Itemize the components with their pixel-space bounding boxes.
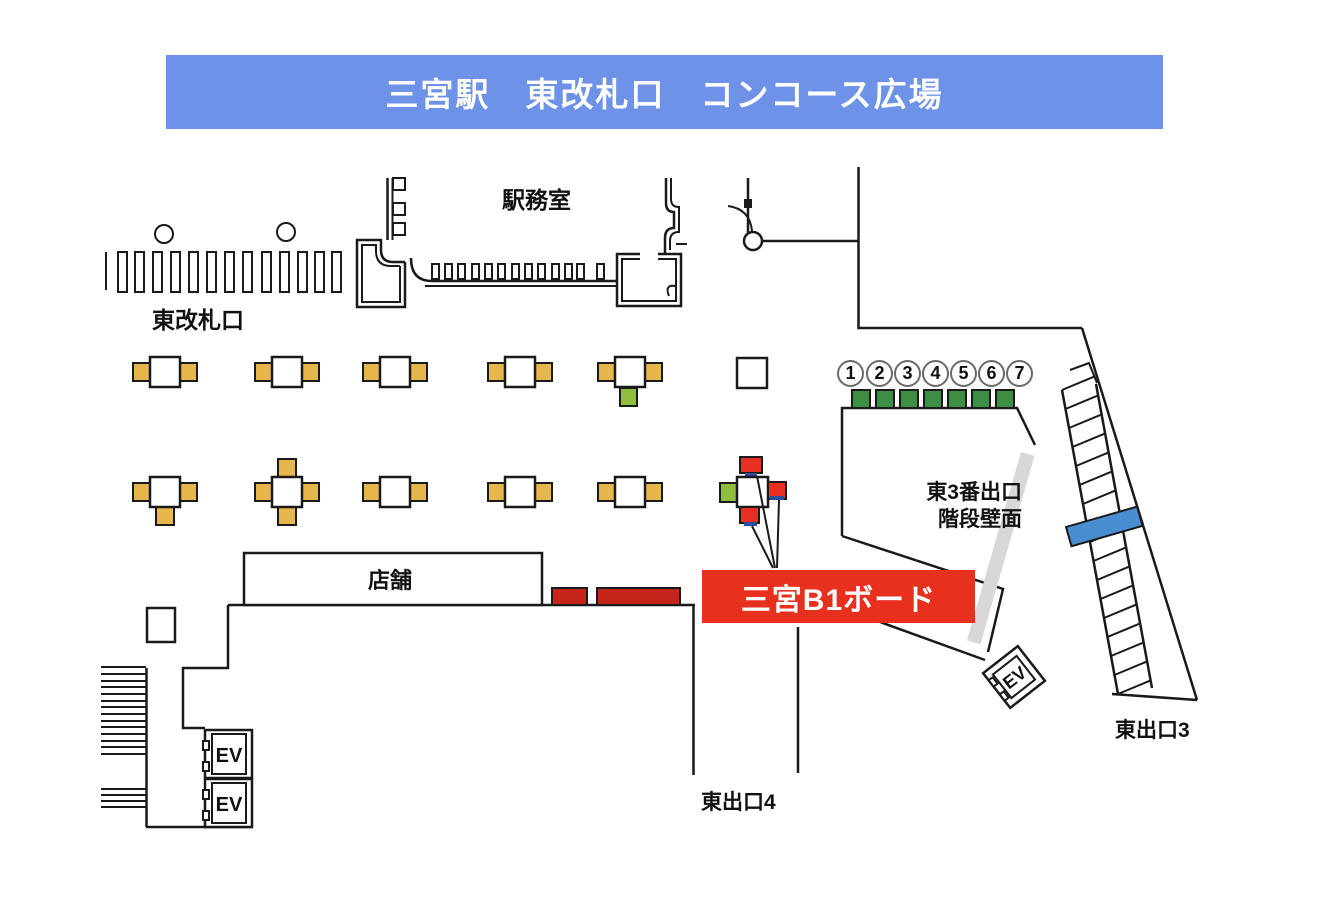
west-stairs-hatching <box>101 666 146 808</box>
b1-board-name-text: 三宮B1ボード <box>740 583 937 617</box>
station-office-label: 駅務室 <box>502 187 571 213</box>
b1-green-board-left <box>719 482 738 503</box>
elevator-west1-label: EV <box>216 745 243 767</box>
leader-lines <box>751 475 780 569</box>
board-number-7: 7 <box>1006 360 1033 387</box>
lower-walls <box>145 551 800 829</box>
stair-blue-board <box>1064 505 1144 548</box>
east-exit4-label: 東出口4 <box>701 791 776 814</box>
station-office-walls <box>355 177 687 309</box>
board-number-1: 1 <box>837 360 864 387</box>
east-exit3-stair-wall-caption: 東3番出口 階段壁面 <box>875 479 1022 533</box>
b1-red-board-bottom <box>739 506 760 524</box>
elevator-west-boxes: EV EV <box>202 728 254 829</box>
wall-boards-dark-red <box>551 587 681 606</box>
page-title: 三宮駅 東改札口 コンコース広場 <box>166 55 1163 129</box>
east-exit3-label: 東出口3 <box>1115 719 1190 742</box>
caption-line2: 階段壁面 <box>938 508 1022 531</box>
board-number-4: 4 <box>922 360 949 387</box>
east-gate-label: 東改札口 <box>152 307 244 333</box>
b1-board-pillar <box>719 456 787 569</box>
pillar-row-1 <box>132 355 769 407</box>
ticket-gate-machines <box>105 222 342 293</box>
pillar-columns <box>148 475 647 509</box>
page-title-text: 三宮駅 東改札口 コンコース広場 <box>385 76 944 113</box>
b1-board-name-tag: 三宮B1ボード <box>702 570 975 623</box>
board-number-3: 3 <box>894 360 921 387</box>
stair-side-wall-gray <box>966 452 1035 645</box>
board-number-6: 6 <box>978 360 1005 387</box>
pillar-columns <box>148 355 769 390</box>
board-number-5: 5 <box>950 360 977 387</box>
pillar-yellow-boards <box>132 458 663 526</box>
east-exit3-stairs <box>966 361 1198 702</box>
ticket-counter-windows <box>431 263 605 280</box>
pillar-green-board <box>619 387 638 407</box>
shop-outline <box>242 551 544 607</box>
elevator-west2-label: EV <box>216 794 243 816</box>
caption-line1: 東3番出口 <box>926 481 1022 504</box>
board-number-2: 2 <box>866 360 893 387</box>
pillar-row-2 <box>132 456 787 569</box>
elevator-east-box: EV <box>981 644 1047 710</box>
small-pillar-square <box>145 606 177 644</box>
b1-red-board-top <box>739 456 763 474</box>
shop-label: 店舗 <box>368 568 412 593</box>
numbered-green-boards <box>851 389 1015 409</box>
